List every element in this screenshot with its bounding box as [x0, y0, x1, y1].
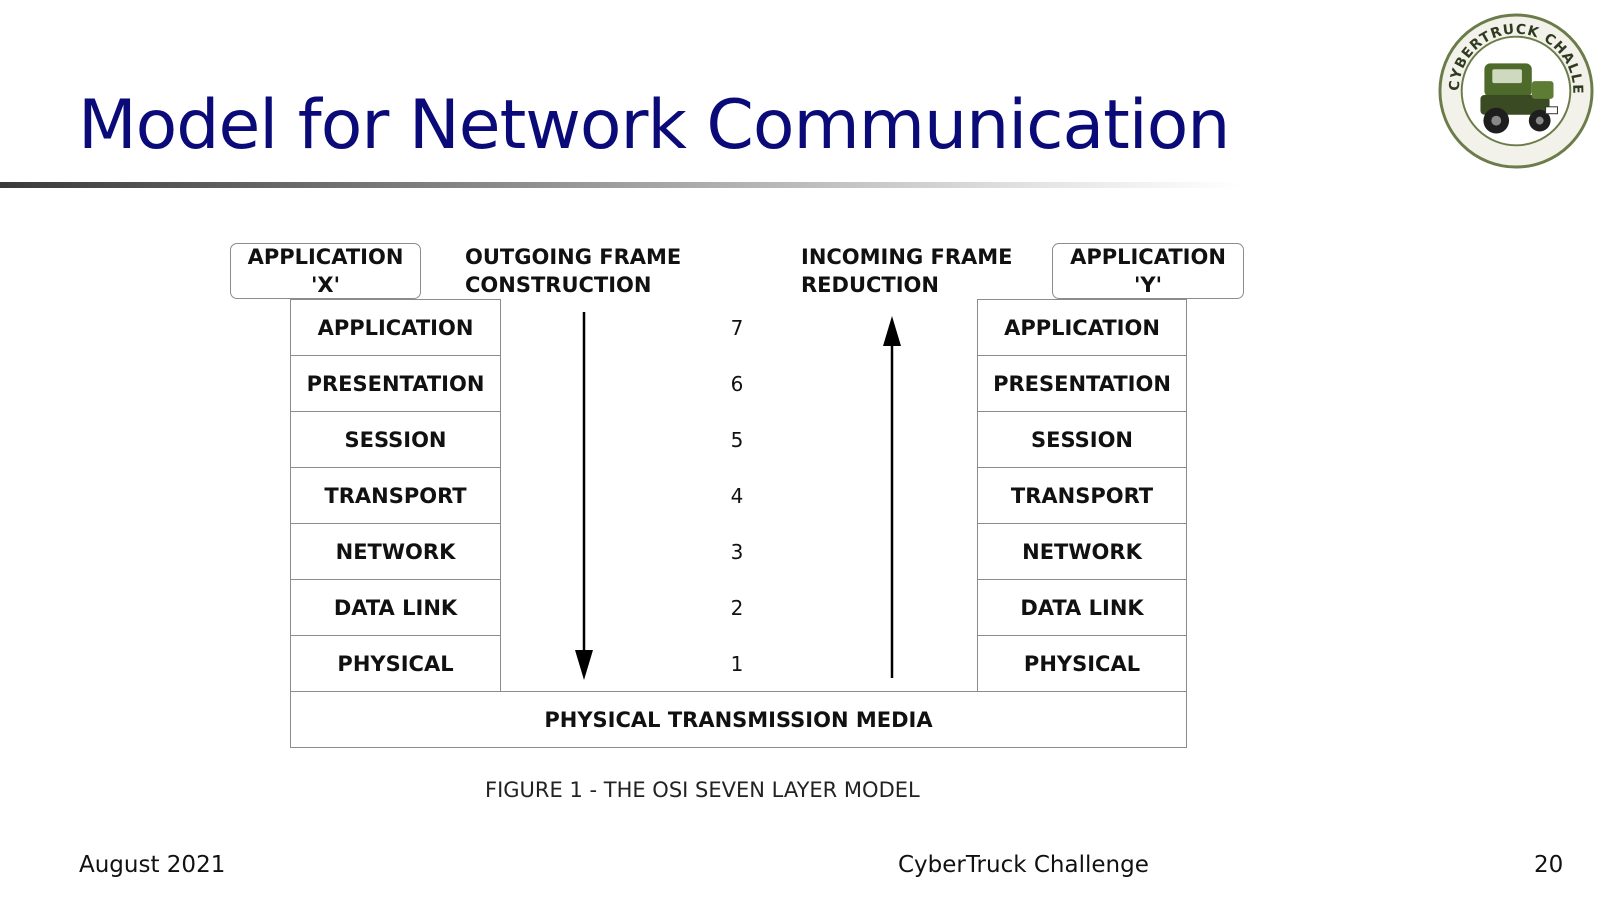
layer-number-4: 4: [730, 484, 744, 508]
left-layer-application: APPLICATION: [290, 299, 501, 356]
left-layer-session: SESSION: [290, 411, 501, 468]
title-divider: [0, 182, 1240, 188]
left-layer-data-link: DATA LINK: [290, 579, 501, 636]
application-y-label: APPLICATION: [1070, 245, 1226, 269]
right-layer-presentation: PRESENTATION: [977, 355, 1187, 412]
application-y-id: 'Y': [1133, 273, 1163, 297]
left-layer-network: NETWORK: [290, 523, 501, 580]
footer-date: August 2021: [79, 852, 226, 878]
incoming-heading: INCOMING FRAME REDUCTION: [801, 243, 1013, 299]
incoming-heading-line2: REDUCTION: [801, 273, 939, 297]
right-layer-physical: PHYSICAL: [977, 635, 1187, 692]
right-layer-data-link: DATA LINK: [977, 579, 1187, 636]
page-number: 20: [1534, 852, 1564, 878]
left-layer-physical: PHYSICAL: [290, 635, 501, 692]
incoming-heading-line1: INCOMING FRAME: [801, 245, 1013, 269]
layer-number-6: 6: [730, 372, 744, 396]
application-x-box: APPLICATION 'X': [230, 243, 421, 299]
right-layer-application: APPLICATION: [977, 299, 1187, 356]
outgoing-heading-line1: OUTGOING FRAME: [465, 245, 682, 269]
outgoing-down-arrow: [575, 312, 593, 680]
footer-center-text: CyberTruck Challenge: [898, 852, 1149, 878]
layer-number-5: 5: [730, 428, 744, 452]
application-x-id: 'X': [310, 273, 341, 297]
left-layer-transport: TRANSPORT: [290, 467, 501, 524]
figure-caption: FIGURE 1 - THE OSI SEVEN LAYER MODEL: [485, 778, 920, 802]
right-layer-transport: TRANSPORT: [977, 467, 1187, 524]
right-layer-network: NETWORK: [977, 523, 1187, 580]
truck-icon: [1480, 63, 1558, 134]
layer-number-2: 2: [730, 596, 744, 620]
application-y-box: APPLICATION 'Y': [1052, 243, 1244, 299]
right-layer-session: SESSION: [977, 411, 1187, 468]
left-layer-presentation: PRESENTATION: [290, 355, 501, 412]
layer-number-1: 1: [730, 652, 744, 676]
physical-transmission-media: PHYSICAL TRANSMISSION MEDIA: [290, 691, 1187, 748]
outgoing-heading-line2: CONSTRUCTION: [465, 273, 652, 297]
cybertruck-challenge-logo: CYBERTRUCK CHALLENGE: [1437, 12, 1594, 169]
layer-number-7: 7: [730, 316, 744, 340]
application-x-label: APPLICATION: [247, 245, 404, 269]
outgoing-heading: OUTGOING FRAME CONSTRUCTION: [465, 243, 681, 299]
incoming-up-arrow: [883, 316, 901, 678]
layer-number-3: 3: [730, 540, 744, 564]
slide-title: Model for Network Communication: [78, 86, 1230, 165]
